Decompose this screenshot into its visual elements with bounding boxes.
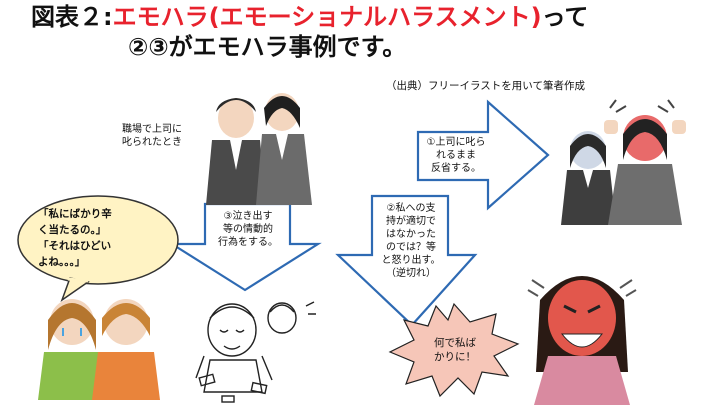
screaming-woman-illustration: [527, 276, 637, 405]
speech-bubble-text: 「私にばかり辛 く当たるの。」 「それはひどい よね。。。」: [38, 208, 112, 268]
title-line-2: ②③がエモハラ事例です。: [128, 33, 407, 61]
speech-bubble-shape: [17, 195, 179, 302]
title-suffix: って: [541, 3, 589, 31]
arrow-reaction-2: [335, 194, 478, 327]
source-credit: （出典）フリーイラストを用いて筆者作成: [386, 80, 585, 92]
arrow-reaction-3: [168, 202, 322, 292]
title-prefix: 図表２:: [31, 3, 113, 31]
scolded-woman-illustration: [561, 131, 616, 225]
reaction-3-text: ③泣き出す 等の情動的 行為をする。: [218, 211, 278, 248]
angry-boss-illustration: [604, 99, 686, 225]
title-line-1: 図表２:エモハラ(エモーショナルハラスメント)って: [31, 2, 588, 32]
burst-text: 何で私ば かりに！: [434, 337, 476, 363]
comforting-women-illustration: [38, 299, 160, 400]
scene-label: 職場で上司に 叱られたとき: [122, 124, 182, 148]
reaction-2-text: ②私への支 持が適切で はなかった のでは？等 と怒り出す。 （逆切れ）: [381, 203, 441, 279]
reaction-1-text: ①上司に叱ら れるまま 反省する。: [426, 137, 486, 174]
arrow-reaction-1: [416, 99, 550, 211]
title-highlight: エモハラ(エモーショナルハラスメント): [112, 3, 542, 31]
sobbing-sketch-illustration: [195, 301, 316, 403]
burst-shape: [388, 302, 520, 398]
boss-and-employee-illustration: [206, 93, 312, 205]
